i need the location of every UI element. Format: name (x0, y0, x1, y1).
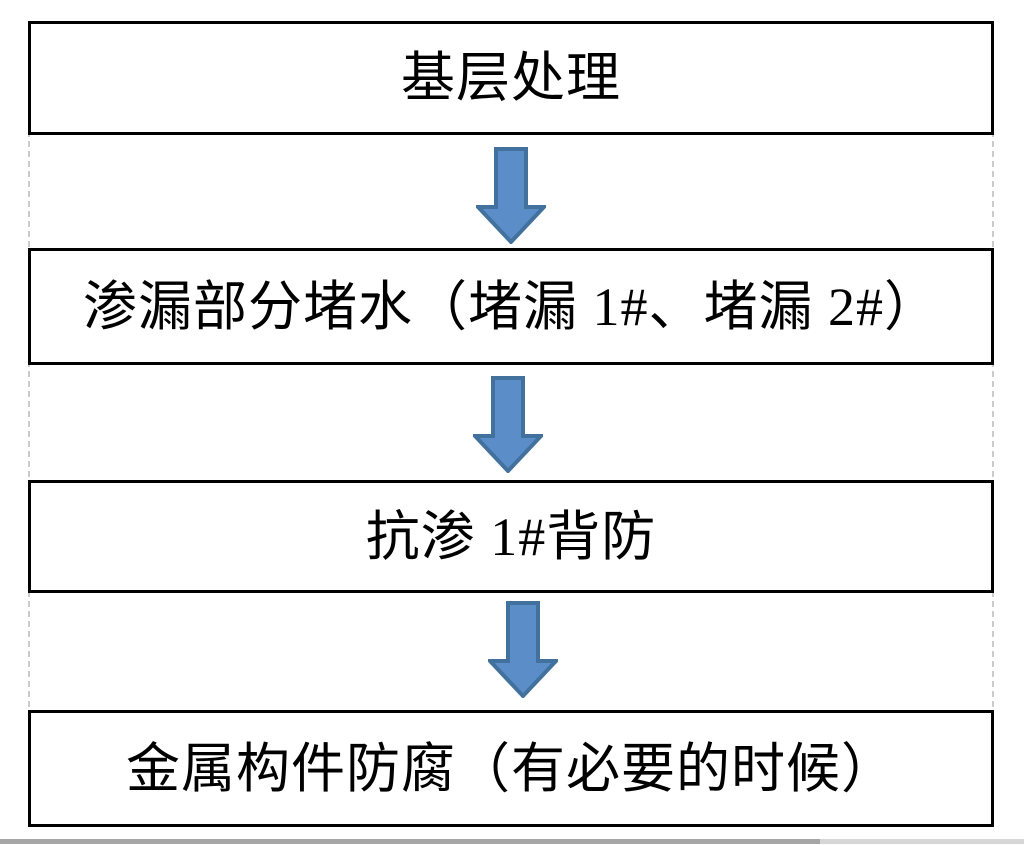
down-arrow-shape (476, 147, 546, 244)
flow-step-label: 基层处理 (401, 48, 621, 108)
flow-step-label: 金属构件防腐（有必要的时候） (126, 738, 896, 799)
down-arrow-shape (473, 376, 543, 473)
flow-step-label: 抗渗 1#背防 (365, 506, 657, 567)
flow-step-box-2: 渗漏部分堵水（堵漏 1#、堵漏 2#） (28, 248, 994, 365)
down-arrow-icon (488, 601, 558, 698)
flow-step-label: 渗漏部分堵水（堵漏 1#、堵漏 2#） (83, 276, 939, 337)
scrollbar-thumb[interactable] (0, 839, 820, 844)
flow-step-box-4: 金属构件防腐（有必要的时候） (28, 710, 994, 827)
flow-step-box-1: 基层处理 (28, 21, 994, 135)
down-arrow-icon (473, 376, 543, 473)
down-arrow-shape (488, 601, 558, 698)
horizontal-scrollbar[interactable] (0, 839, 1024, 844)
down-arrow-icon (476, 147, 546, 244)
flow-step-box-3: 抗渗 1#背防 (28, 480, 994, 593)
